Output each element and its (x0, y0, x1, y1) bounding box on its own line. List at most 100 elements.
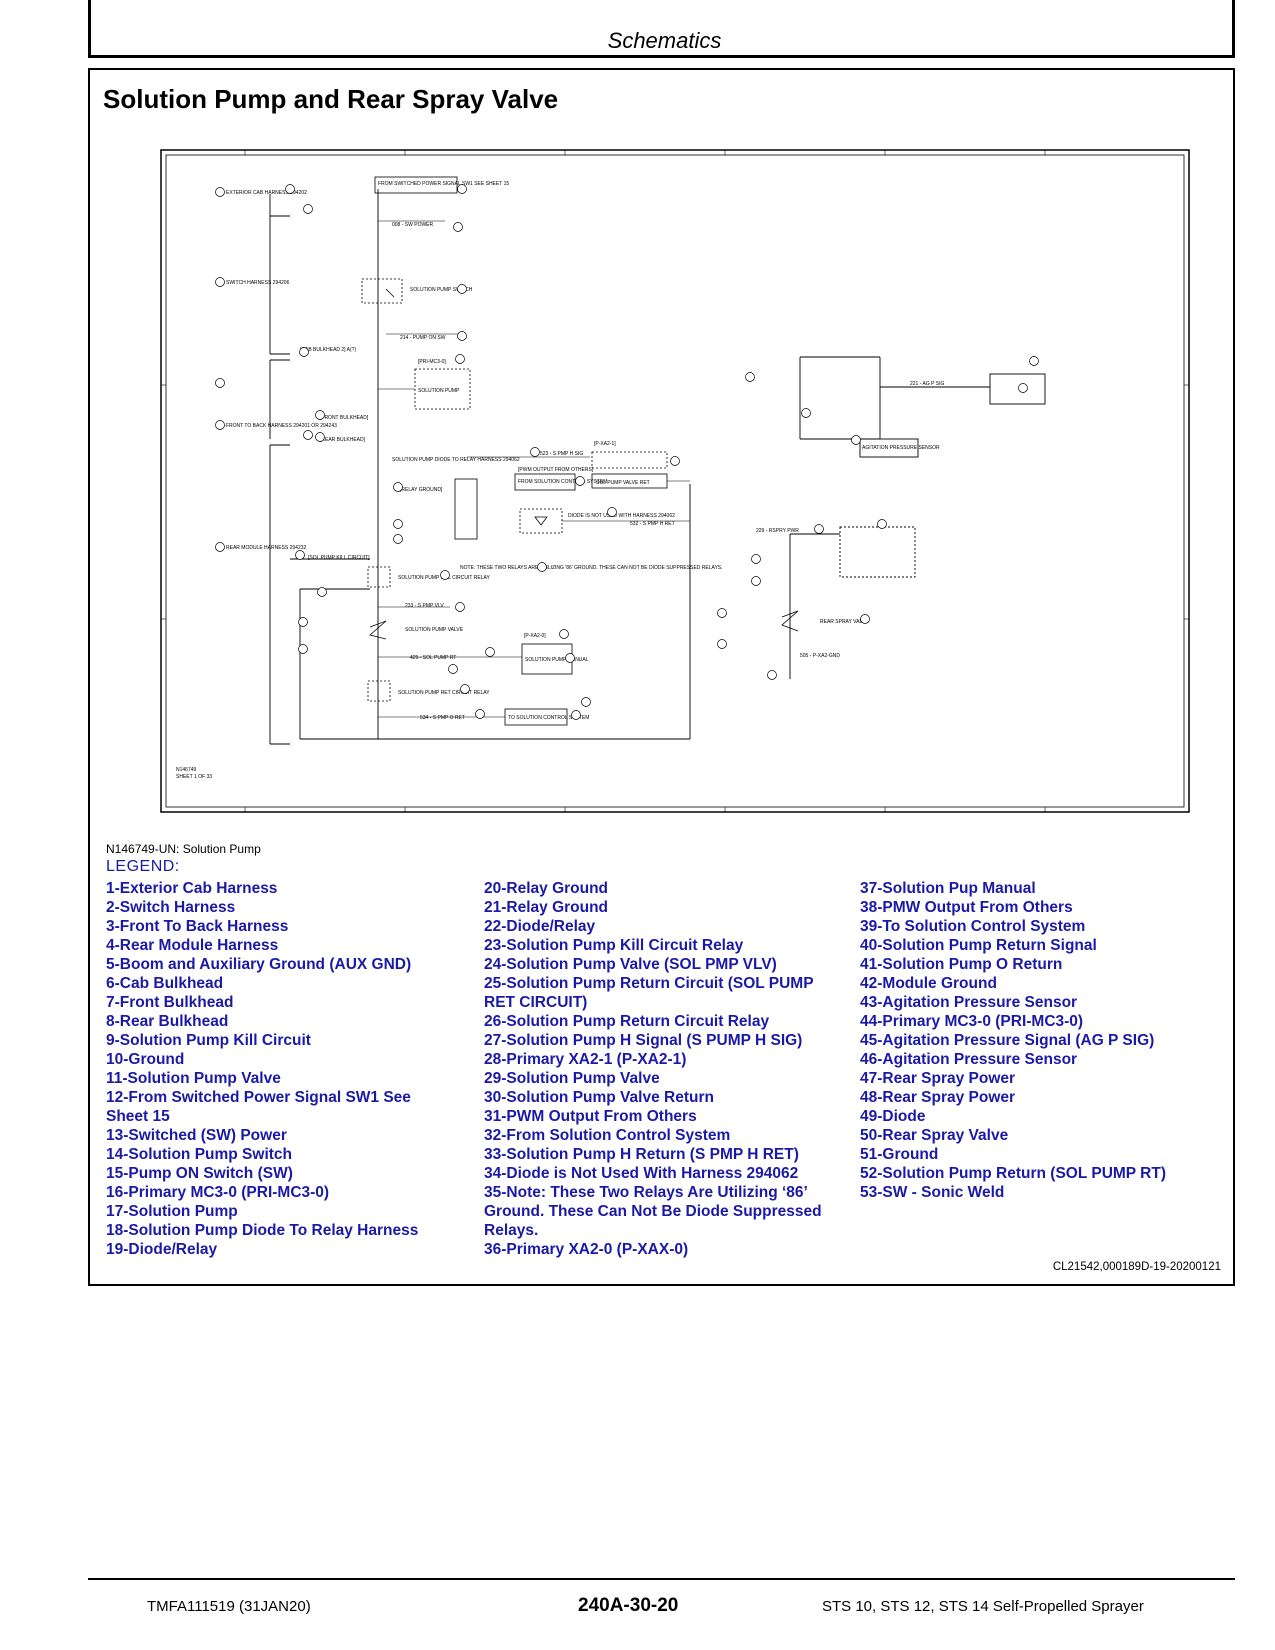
legend-item: 25-Solution Pump Return Circuit (SOL PUM… (484, 975, 814, 992)
legend-item: 52-Solution Pump Return (SOL PUMP RT) (860, 1165, 1166, 1182)
legend-item: 46-Agitation Pressure Sensor (860, 1051, 1078, 1068)
legend-item: 14-Solution Pump Switch (106, 1146, 293, 1163)
legend-item: 33-Solution Pump H Return (S PMP H RET) (484, 1146, 799, 1163)
legend-item: Relays. (484, 1222, 539, 1239)
legend-item: 2-Switch Harness (106, 899, 236, 916)
s-pmp-h-sig-text: 523 - S PMP H SIG (540, 451, 583, 457)
legend-item: 35-Note: These Two Relays Are Utilizing … (484, 1184, 808, 1201)
footer-publication-code: TMFA111519 (31JAN20) (147, 1598, 311, 1615)
legend-item: 8-Rear Bulkhead (106, 1013, 229, 1030)
diode-relay-harness-text: SOLUTION PUMP DIODE TO RELAY HARNESS 294… (392, 457, 520, 463)
wiring-schematic: FROM SWITCHED POWER SIGNAL SW1 SEE SHEET… (160, 149, 1190, 813)
drawing-number-text: N146749 (176, 767, 197, 773)
legend-item: 9-Solution Pump Kill Circuit (106, 1032, 311, 1049)
legend-item: 3-Front To Back Harness (106, 918, 289, 935)
rear-bulkhead-text: [REAR BULKHEAD] (320, 437, 366, 443)
rear-spray-pwr-text: 229 - RSPRY PWR (756, 528, 799, 534)
legend-item: 24-Solution Pump Valve (SOL PMP VLV) (484, 956, 777, 973)
legend-item: Ground. These Can Not Be Diode Suppresse… (484, 1203, 822, 1220)
from-switched-power-text: FROM SWITCHED POWER SIGNAL SW1 SEE SHEET… (378, 181, 509, 187)
front-bulkhead-text: [FRONT BULKHEAD] (320, 415, 369, 421)
s-pmp-h-ret-text: 532 - S PMP H RET (630, 521, 675, 527)
sol-pmp-kill-circuit-text: [SOL PUMP KILL CIRCUIT] (308, 555, 370, 561)
rear-module-harness-text: REAR MODULE HARNESS 294232 (226, 545, 307, 551)
from-solution-control-text: FROM SOLUTION CONTROL SYSTEM (518, 479, 607, 485)
cab-bulkhead-text: [CAB BULKHEAD 2] A(?) (300, 347, 356, 353)
legend-column-1: 1-Exterior Cab Harness 2-Switch Harness … (106, 879, 468, 1259)
agitation-pressure-sensor-text: AGITATION PRESSURE SENSOR (862, 445, 940, 451)
sheet-text: SHEET 1 OF 33 (176, 774, 212, 780)
legend-item: 36-Primary XA2-0 (P-XAX-0) (484, 1241, 689, 1258)
legend-item: 40-Solution Pump Return Signal (860, 937, 1097, 954)
legend-item: Sheet 15 (106, 1108, 170, 1125)
rear-spray-valve-text: REAR SPRAY VALVE (820, 619, 869, 625)
legend-item: 45-Agitation Pressure Signal (AG P SIG) (860, 1032, 1155, 1049)
relays-note-text: NOTE: THESE TWO RELAYS ARE UTILIZING '86… (460, 565, 723, 571)
p-xa2-1-text: [P-XA2-1] (594, 441, 616, 447)
legend-item: 15-Pump ON Switch (SW) (106, 1165, 293, 1182)
diode-note-text: DIODE IS NOT USED WITH HARNESS 294062 (568, 513, 675, 519)
sol-pump-rt-text: 429 - SOL PUMP RT (410, 655, 456, 661)
legend-item: 22-Diode/Relay (484, 918, 596, 935)
legend-item: 5-Boom and Auxiliary Ground (AUX GND) (106, 956, 412, 973)
legend-item: 10-Ground (106, 1051, 185, 1068)
reference-code: CL21542,000189D-19-20200121 (1052, 1261, 1221, 1273)
footer-product-name: STS 10, STS 12, STS 14 Self-Propelled Sp… (822, 1598, 1144, 1615)
legend-item: 23-Solution Pump Kill Circuit Relay (484, 937, 744, 954)
pri-mc3-0-text: [PRI-MC3-0] (418, 359, 446, 365)
pwm-output-text: [PWM OUTPUT FROM OTHERS] (518, 467, 594, 473)
section-header: Schematics (607, 28, 722, 53)
legend-item: 1-Exterior Cab Harness (106, 880, 278, 897)
legend-item: 53-SW - Sonic Weld (860, 1184, 1005, 1201)
legend-item: 37-Solution Pup Manual (860, 880, 1036, 897)
relay-ground-text: [RELAY GROUND] (400, 487, 443, 493)
legend-title: LEGEND: (106, 858, 180, 875)
legend-item: RET CIRCUIT) (484, 994, 588, 1011)
legend-item: 41-Solution Pump O Return (860, 956, 1063, 973)
legend-item: 6-Cab Bulkhead (106, 975, 224, 992)
legend-item: 28-Primary XA2-1 (P-XA2-1) (484, 1051, 687, 1068)
switch-harness-text: SWITCH HARNESS 294206 (226, 280, 290, 286)
legend-item: 4-Rear Module Harness (106, 937, 279, 954)
sol-pump-valve-ret-text: SOL PUMP VALVE RET (596, 480, 650, 486)
front-to-back-harness-text: FRONT TO BACK HARNESS 294201 OR 294243 (226, 423, 337, 429)
legend-item: 47-Rear Spray Power (860, 1070, 1016, 1087)
legend-item: 50-Rear Spray Valve (860, 1127, 1009, 1144)
legend-item: 44-Primary MC3-0 (PRI-MC3-0) (860, 1013, 1084, 1030)
legend-item: 38-PMW Output From Others (860, 899, 1073, 916)
s-pmp-o-ret-text: 534 - S PMP O RET (420, 715, 465, 721)
legend-column-3: 37-Solution Pup Manual 38-PMW Output Fro… (860, 879, 1232, 1202)
legend-item: 51-Ground (860, 1146, 939, 1163)
legend-item: 34-Diode is Not Used With Harness 294062 (484, 1165, 799, 1182)
return-circuit-relay-text: SOLUTION PUMP RET CIRCUIT RELAY (398, 690, 490, 696)
footer-page-number: 240A-30-20 (578, 1595, 679, 1616)
legend-item: 49-Diode (860, 1108, 926, 1125)
legend-item: 32-From Solution Control System (484, 1127, 731, 1144)
sw-power-text: 008 - SW POWER (392, 222, 434, 228)
legend-item: 26-Solution Pump Return Circuit Relay (484, 1013, 770, 1030)
legend-column-2: 20-Relay Ground 21-Relay Ground 22-Diode… (484, 879, 841, 1259)
legend-item: 20-Relay Ground (484, 880, 609, 897)
legend-item: 19-Diode/Relay (106, 1241, 218, 1258)
legend-item: 18-Solution Pump Diode To Relay Harness (106, 1222, 419, 1239)
solution-pump-switch-text: SOLUTION PUMP SWITCH (410, 287, 473, 293)
content-frame: Solution Pump and Rear Spray Valve (88, 68, 1235, 1286)
footer-divider (88, 1578, 1235, 1580)
figure-caption: N146749-UN: Solution Pump (106, 842, 261, 856)
legend-item: 16-Primary MC3-0 (PRI-MC3-0) (106, 1184, 330, 1201)
ag-p-sig-text: 221 - AG P SIG (910, 381, 944, 387)
legend-item: 21-Relay Ground (484, 899, 609, 916)
sol-pmp-vlv-text: 233 - S PMP VLV (405, 603, 444, 609)
pump-on-sw-text: 214 - PUMP ON SW (400, 335, 446, 341)
legend-item: 30-Solution Pump Valve Return (484, 1089, 714, 1106)
legend-item: 42-Module Ground (860, 975, 997, 992)
to-solution-control-text: TO SOLUTION CONTROL SYSTEM (508, 715, 589, 721)
legend-item: 12-From Switched Power Signal SW1 See (106, 1089, 411, 1106)
legend-item: 7-Front Bulkhead (106, 994, 234, 1011)
solution-pump-text: SOLUTION PUMP (418, 388, 460, 394)
legend-item: 13-Switched (SW) Power (106, 1127, 287, 1144)
page-title: Solution Pump and Rear Spray Valve (103, 84, 559, 114)
legend-item: 29-Solution Pump Valve (484, 1070, 660, 1087)
solution-pump-valve-text: SOLUTION PUMP VALVE (405, 627, 464, 633)
p-xa2-gnd-text: 505 - P-XA2-GND (800, 653, 840, 659)
